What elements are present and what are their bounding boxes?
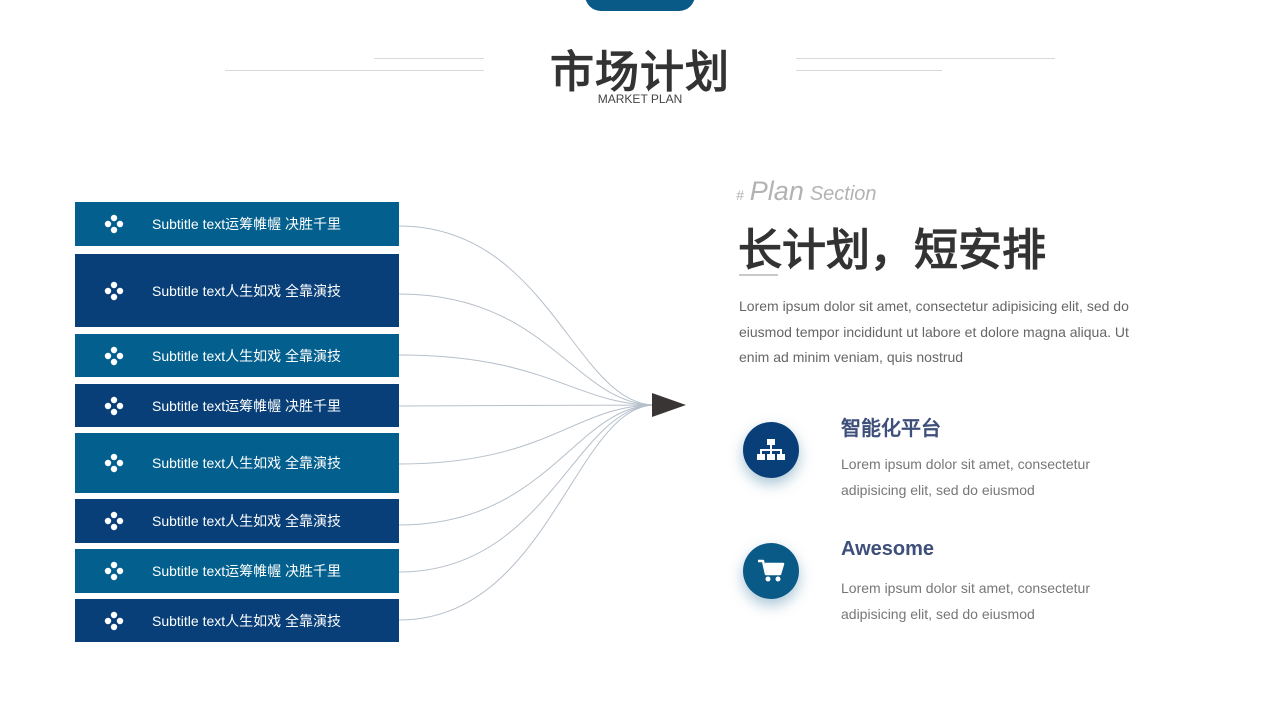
section-paragraph: Lorem ipsum dolor sit amet, consectetur … xyxy=(739,298,1129,365)
connector-curve xyxy=(398,404,656,407)
top-tab-decoration xyxy=(585,0,695,11)
list-item-label: Subtitle text运筹帷幄 决胜千里 xyxy=(152,563,342,579)
connector-curve xyxy=(398,404,656,465)
list-item: Subtitle text运筹帷幄 决胜千里 xyxy=(75,549,399,593)
connector-curve xyxy=(398,404,656,526)
list-item-label: Subtitle text人生如戏 全靠演技 xyxy=(152,612,342,629)
list-item-label: Subtitle text人生如戏 全靠演技 xyxy=(152,455,342,471)
list-item: Subtitle text人生如戏 全靠演技 xyxy=(75,599,399,642)
connector-curve xyxy=(398,404,656,573)
four-dots-icon xyxy=(104,511,144,531)
heading-underline xyxy=(739,274,778,276)
four-dots-icon xyxy=(104,346,144,366)
connector-curve xyxy=(398,225,656,406)
arrowhead-icon xyxy=(652,393,686,417)
curve-group xyxy=(398,225,656,621)
list-item: Subtitle text运筹帷幄 决胜千里 xyxy=(75,384,399,427)
connector-curve xyxy=(398,354,656,406)
four-dots-icon xyxy=(104,281,144,301)
list-item: Subtitle text人生如戏 全靠演技 xyxy=(75,254,399,327)
left-rule-lower xyxy=(225,70,484,71)
section-word: Section xyxy=(809,183,877,205)
connector-curve xyxy=(398,404,656,621)
connector-curve xyxy=(398,293,656,406)
right-rule-lower xyxy=(796,70,942,71)
list-item-label: Subtitle text运筹帷幄 决胜千里 xyxy=(152,397,342,414)
list-item-label: Subtitle text人生如戏 全靠演技 xyxy=(152,282,342,299)
four-dots-icon xyxy=(104,214,144,234)
list-item: Subtitle text人生如戏 全靠演技 xyxy=(75,433,399,493)
right-rule-upper xyxy=(796,58,1055,59)
feature-title: Awesome xyxy=(841,538,935,560)
shopping-cart-icon xyxy=(743,543,799,599)
list-item-label: Subtitle text人生如戏 全靠演技 xyxy=(152,347,342,364)
page-subtitle: MARKET PLAN xyxy=(597,92,683,106)
section-heading: 长计划，短安排 xyxy=(738,225,1046,276)
four-dots-icon xyxy=(104,396,144,416)
four-dots-icon xyxy=(104,611,144,631)
four-dots-icon xyxy=(104,561,144,581)
sitemap-icon xyxy=(743,422,799,478)
feature-text: Lorem ipsum dolor sit amet, consectetur … xyxy=(841,456,1090,498)
list-item-label: Subtitle text运筹帷幄 决胜千里 xyxy=(152,216,342,232)
four-dots-icon xyxy=(104,453,144,473)
list-item: Subtitle text运筹帷幄 决胜千里 xyxy=(75,202,399,246)
feature-title: 智能化平台 xyxy=(841,418,941,440)
hash-mark: # xyxy=(736,187,744,203)
list-item-label: Subtitle text人生如戏 全靠演技 xyxy=(152,513,342,529)
page-title: 市场计划 xyxy=(550,47,730,98)
plan-word: Plan xyxy=(749,176,804,206)
list-item: Subtitle text人生如戏 全靠演技 xyxy=(75,499,399,543)
list-item: Subtitle text人生如戏 全靠演技 xyxy=(75,334,399,377)
feature-text: Lorem ipsum dolor sit amet, consectetur … xyxy=(841,580,1090,622)
left-rule-upper xyxy=(374,58,484,59)
